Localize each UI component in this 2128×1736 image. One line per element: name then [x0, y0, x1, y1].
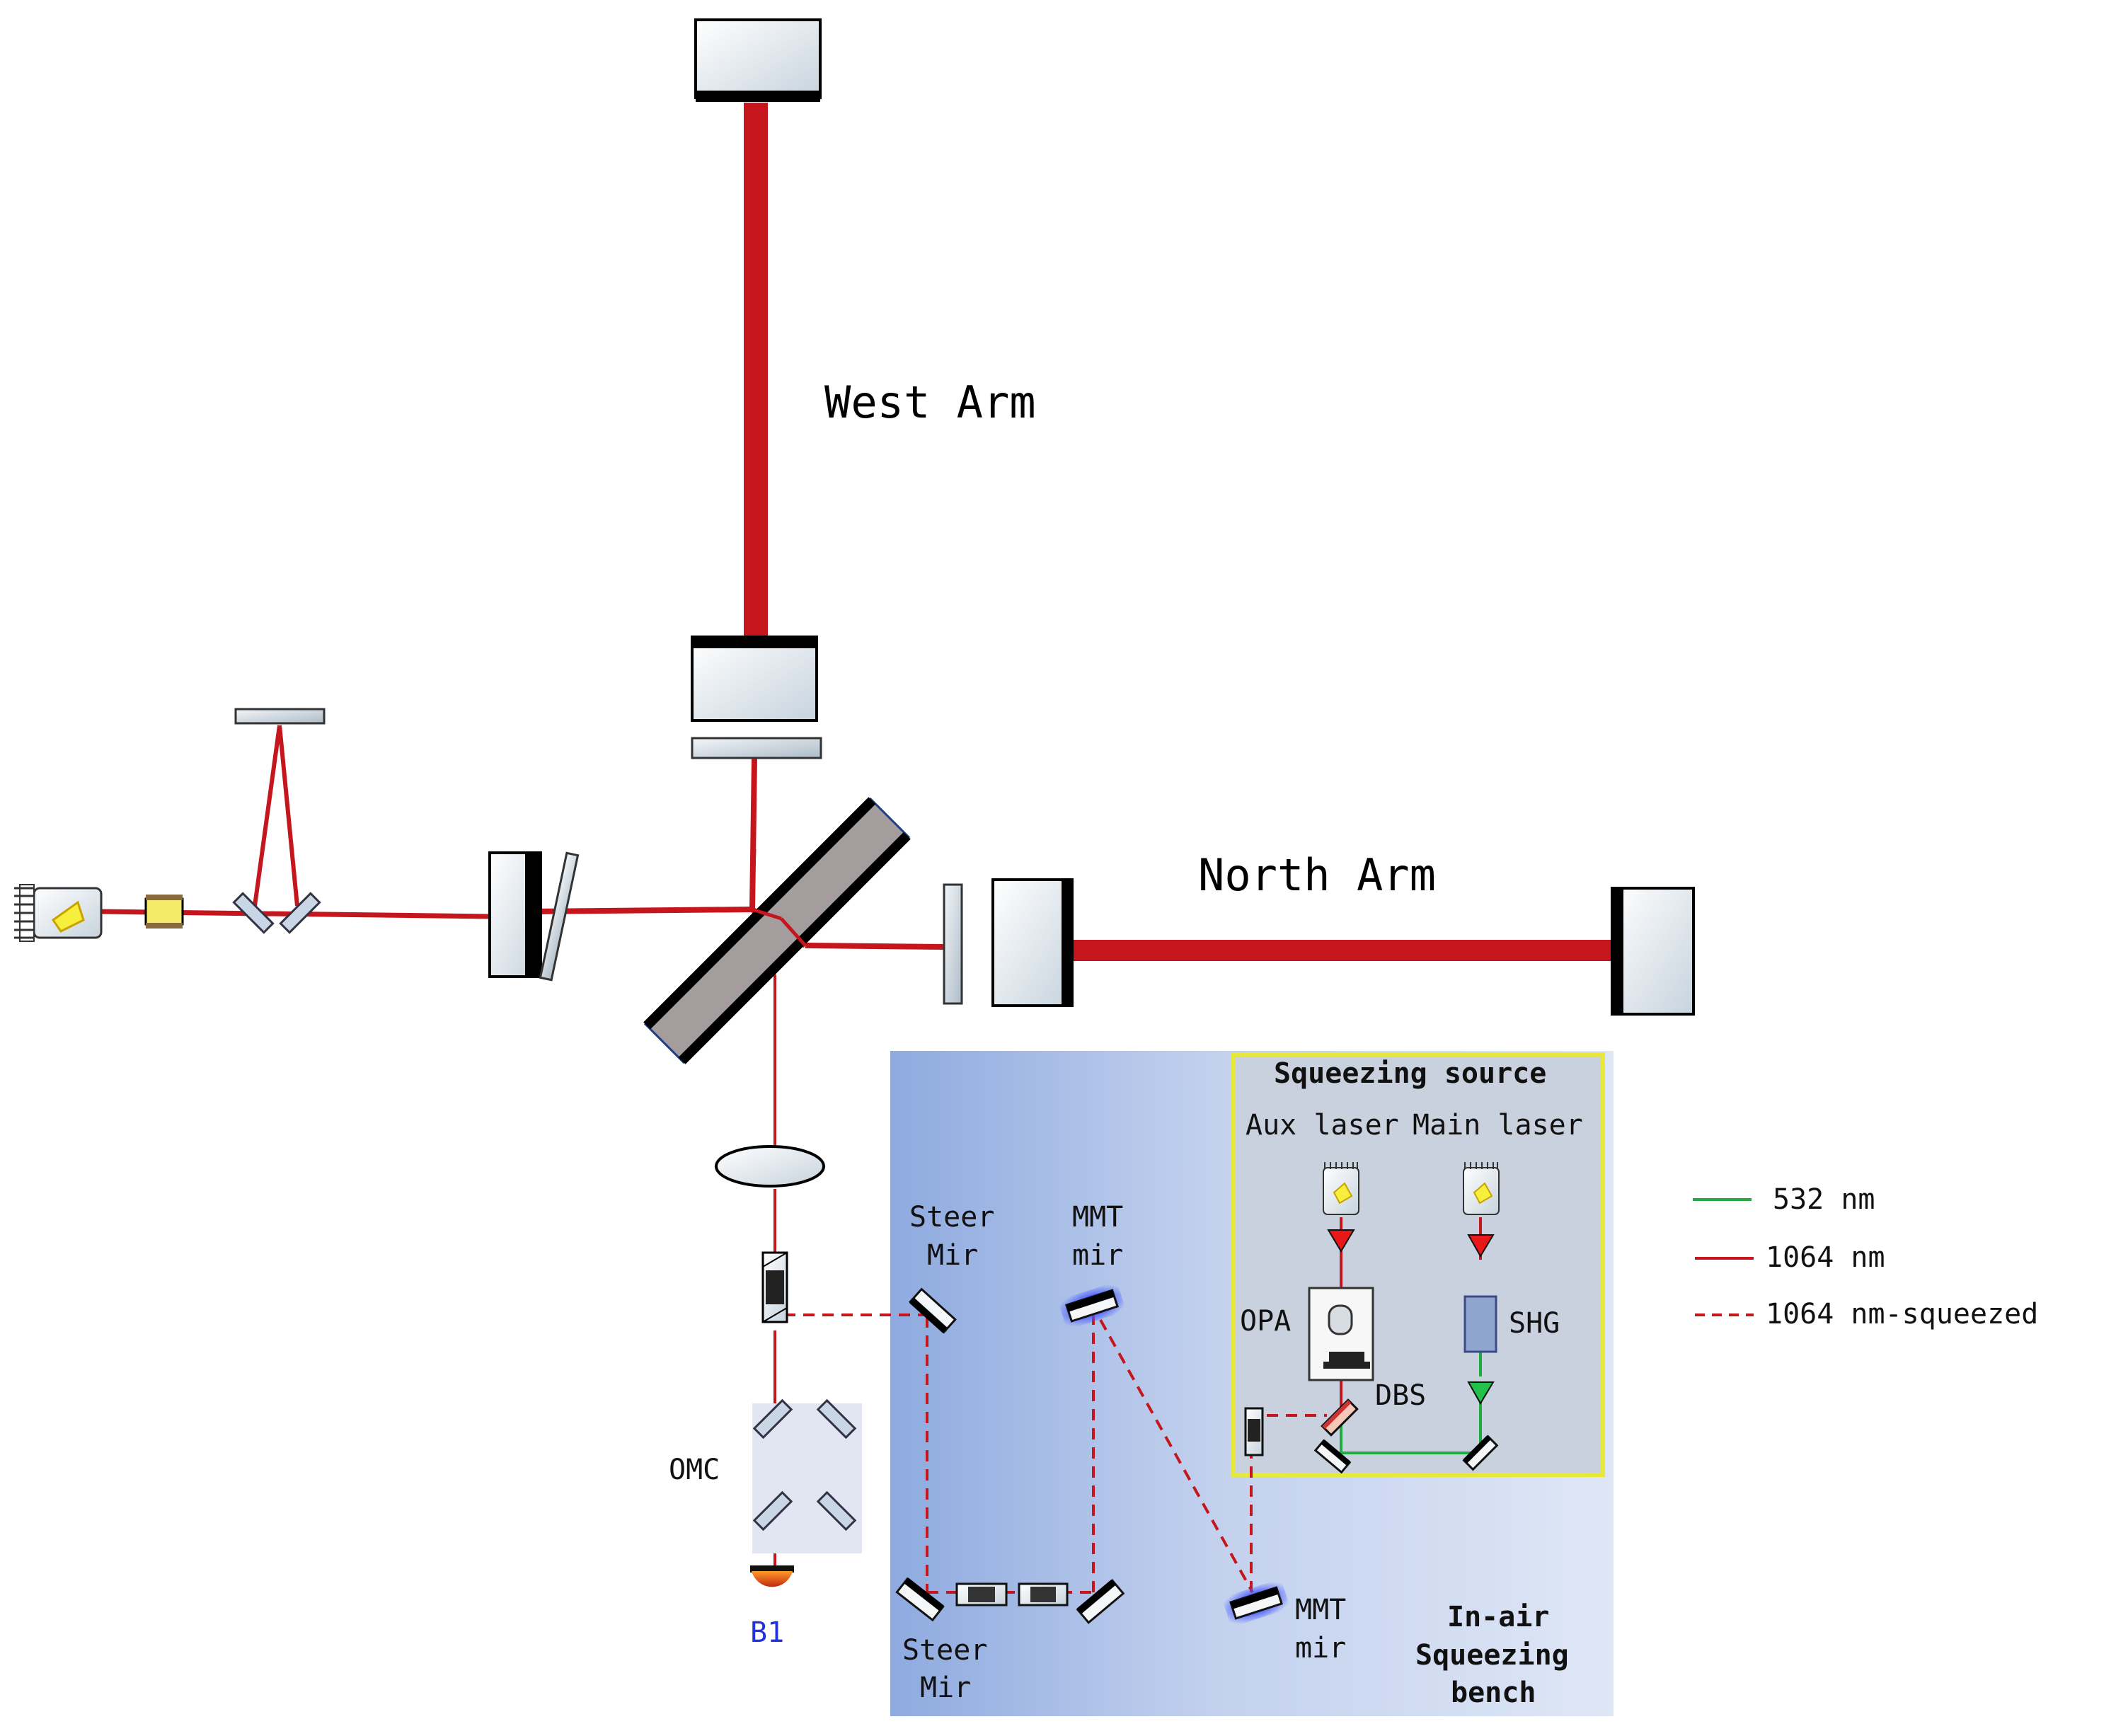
- legend-label-1064: 1064 nm: [1766, 1241, 1885, 1274]
- aux-isolator-triangle: [1327, 1229, 1355, 1253]
- main-laser-label: Main laser: [1413, 1109, 1583, 1142]
- legend-label-532: 532 nm: [1773, 1183, 1875, 1216]
- steer-mir-2-label-line2: Mir: [920, 1672, 971, 1704]
- north-end-mirror: [1611, 887, 1695, 1016]
- source-fold-mirror-2: [1462, 1435, 1499, 1471]
- mode-cleaner-right-mirror: [279, 892, 321, 934]
- steer-mir-2-label-line1: Steer: [902, 1634, 987, 1667]
- bench-title-line1: In-air: [1447, 1601, 1550, 1633]
- steer-mirror-1: [909, 1287, 957, 1334]
- opa-label: OPA: [1240, 1305, 1291, 1338]
- mmt-mir-2-label-line1: MMT: [1295, 1594, 1346, 1626]
- bench-isolator-1: [955, 1582, 1008, 1606]
- source-exit-isolator: [1244, 1407, 1264, 1456]
- output-lens: [715, 1145, 825, 1188]
- bench-title-line3: bench: [1451, 1677, 1536, 1709]
- dbs-mirror: [1321, 1398, 1359, 1437]
- shg-label: SHG: [1509, 1307, 1560, 1340]
- opa-cavity: [1308, 1287, 1374, 1381]
- north-input-mirror: [991, 878, 1074, 1007]
- source-fold-mirror-1: [1313, 1439, 1352, 1474]
- north-compensation-plate: [943, 883, 963, 1005]
- west-end-mirror: [694, 18, 822, 102]
- dbs-label: DBS: [1375, 1379, 1426, 1412]
- main-isolator-triangle: [1467, 1234, 1495, 1258]
- main-laser-source-icon: [1463, 1162, 1500, 1215]
- shg-crystal: [1463, 1295, 1497, 1353]
- beam-splitter: [643, 797, 911, 1064]
- mmt-mir-2-label-line2: mir: [1295, 1632, 1346, 1665]
- steer-mir-1-label-line2: Mir: [927, 1239, 978, 1272]
- legend-label-1064-squeezed: 1064 nm-squeezed: [1766, 1298, 2038, 1330]
- fold-mirror: [1076, 1579, 1125, 1624]
- bench-title-line2: Squeezing: [1415, 1639, 1569, 1672]
- bs-internal-beams: [750, 849, 807, 947]
- west-input-mirror: [691, 636, 818, 722]
- north-arm-label: North Arm: [1198, 849, 1436, 901]
- photodiode-b1: [750, 1565, 794, 1587]
- squeezing-source-label: Squeezing source: [1274, 1057, 1546, 1090]
- west-compensation-plate: [691, 737, 822, 759]
- mmt-mirror-1: [1057, 1281, 1127, 1330]
- mmt-mirror-2: [1221, 1578, 1291, 1628]
- squeezing-source-box: [1231, 1052, 1605, 1477]
- b1-label: B1: [750, 1616, 784, 1649]
- tilted-plate: [539, 851, 580, 982]
- main-laser-icon: [14, 884, 103, 942]
- aux-laser-label: Aux laser: [1246, 1109, 1399, 1142]
- steer-mir-1-label-line1: Steer: [909, 1201, 994, 1234]
- mode-cleaner-top-mirror: [234, 708, 326, 725]
- mmt-mir-1-label-line2: mir: [1072, 1239, 1123, 1272]
- power-recycling-mirror: [488, 851, 542, 978]
- mode-cleaner-left-mirror: [232, 892, 275, 934]
- west-arm-label: West Arm: [824, 376, 1036, 428]
- input-modulator: [144, 895, 184, 929]
- mmt-mir-1-label-line1: MMT: [1072, 1201, 1123, 1234]
- green-isolator-triangle: [1467, 1381, 1495, 1405]
- aux-laser-icon: [1323, 1162, 1359, 1215]
- bench-isolator-2: [1018, 1582, 1069, 1606]
- faraday-isolator: [761, 1251, 788, 1323]
- omc-label: OMC: [669, 1454, 720, 1486]
- omc-mirrors: [752, 1398, 857, 1531]
- steer-mirror-2: [895, 1577, 945, 1622]
